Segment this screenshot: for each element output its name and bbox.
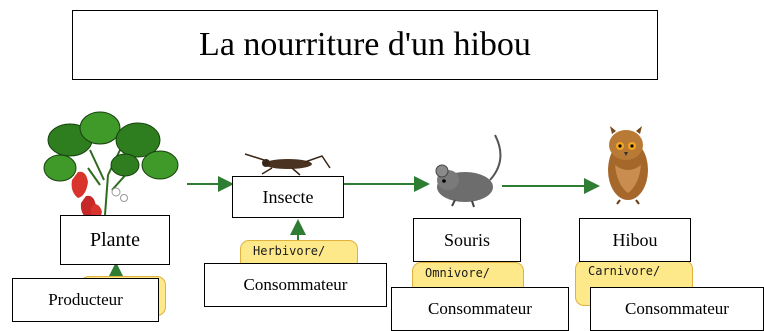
role-consommateur-insecte: Consommateur xyxy=(204,263,387,307)
page-title: La nourriture d'un hibou xyxy=(72,10,658,80)
role-producteur: Producteur xyxy=(12,278,159,322)
role-consommateur-souris: Consommateur xyxy=(391,287,569,331)
owl-icon xyxy=(608,126,648,204)
role-consommateur-hibou: Consommateur xyxy=(590,287,764,331)
mouse-icon xyxy=(436,135,500,207)
node-plante: Plante xyxy=(60,215,170,265)
node-hibou: Hibou xyxy=(579,218,691,262)
node-insecte: Insecte xyxy=(232,176,344,218)
strawberry-plant-icon xyxy=(44,112,178,220)
insect-icon xyxy=(245,154,330,175)
node-souris: Souris xyxy=(413,218,521,262)
